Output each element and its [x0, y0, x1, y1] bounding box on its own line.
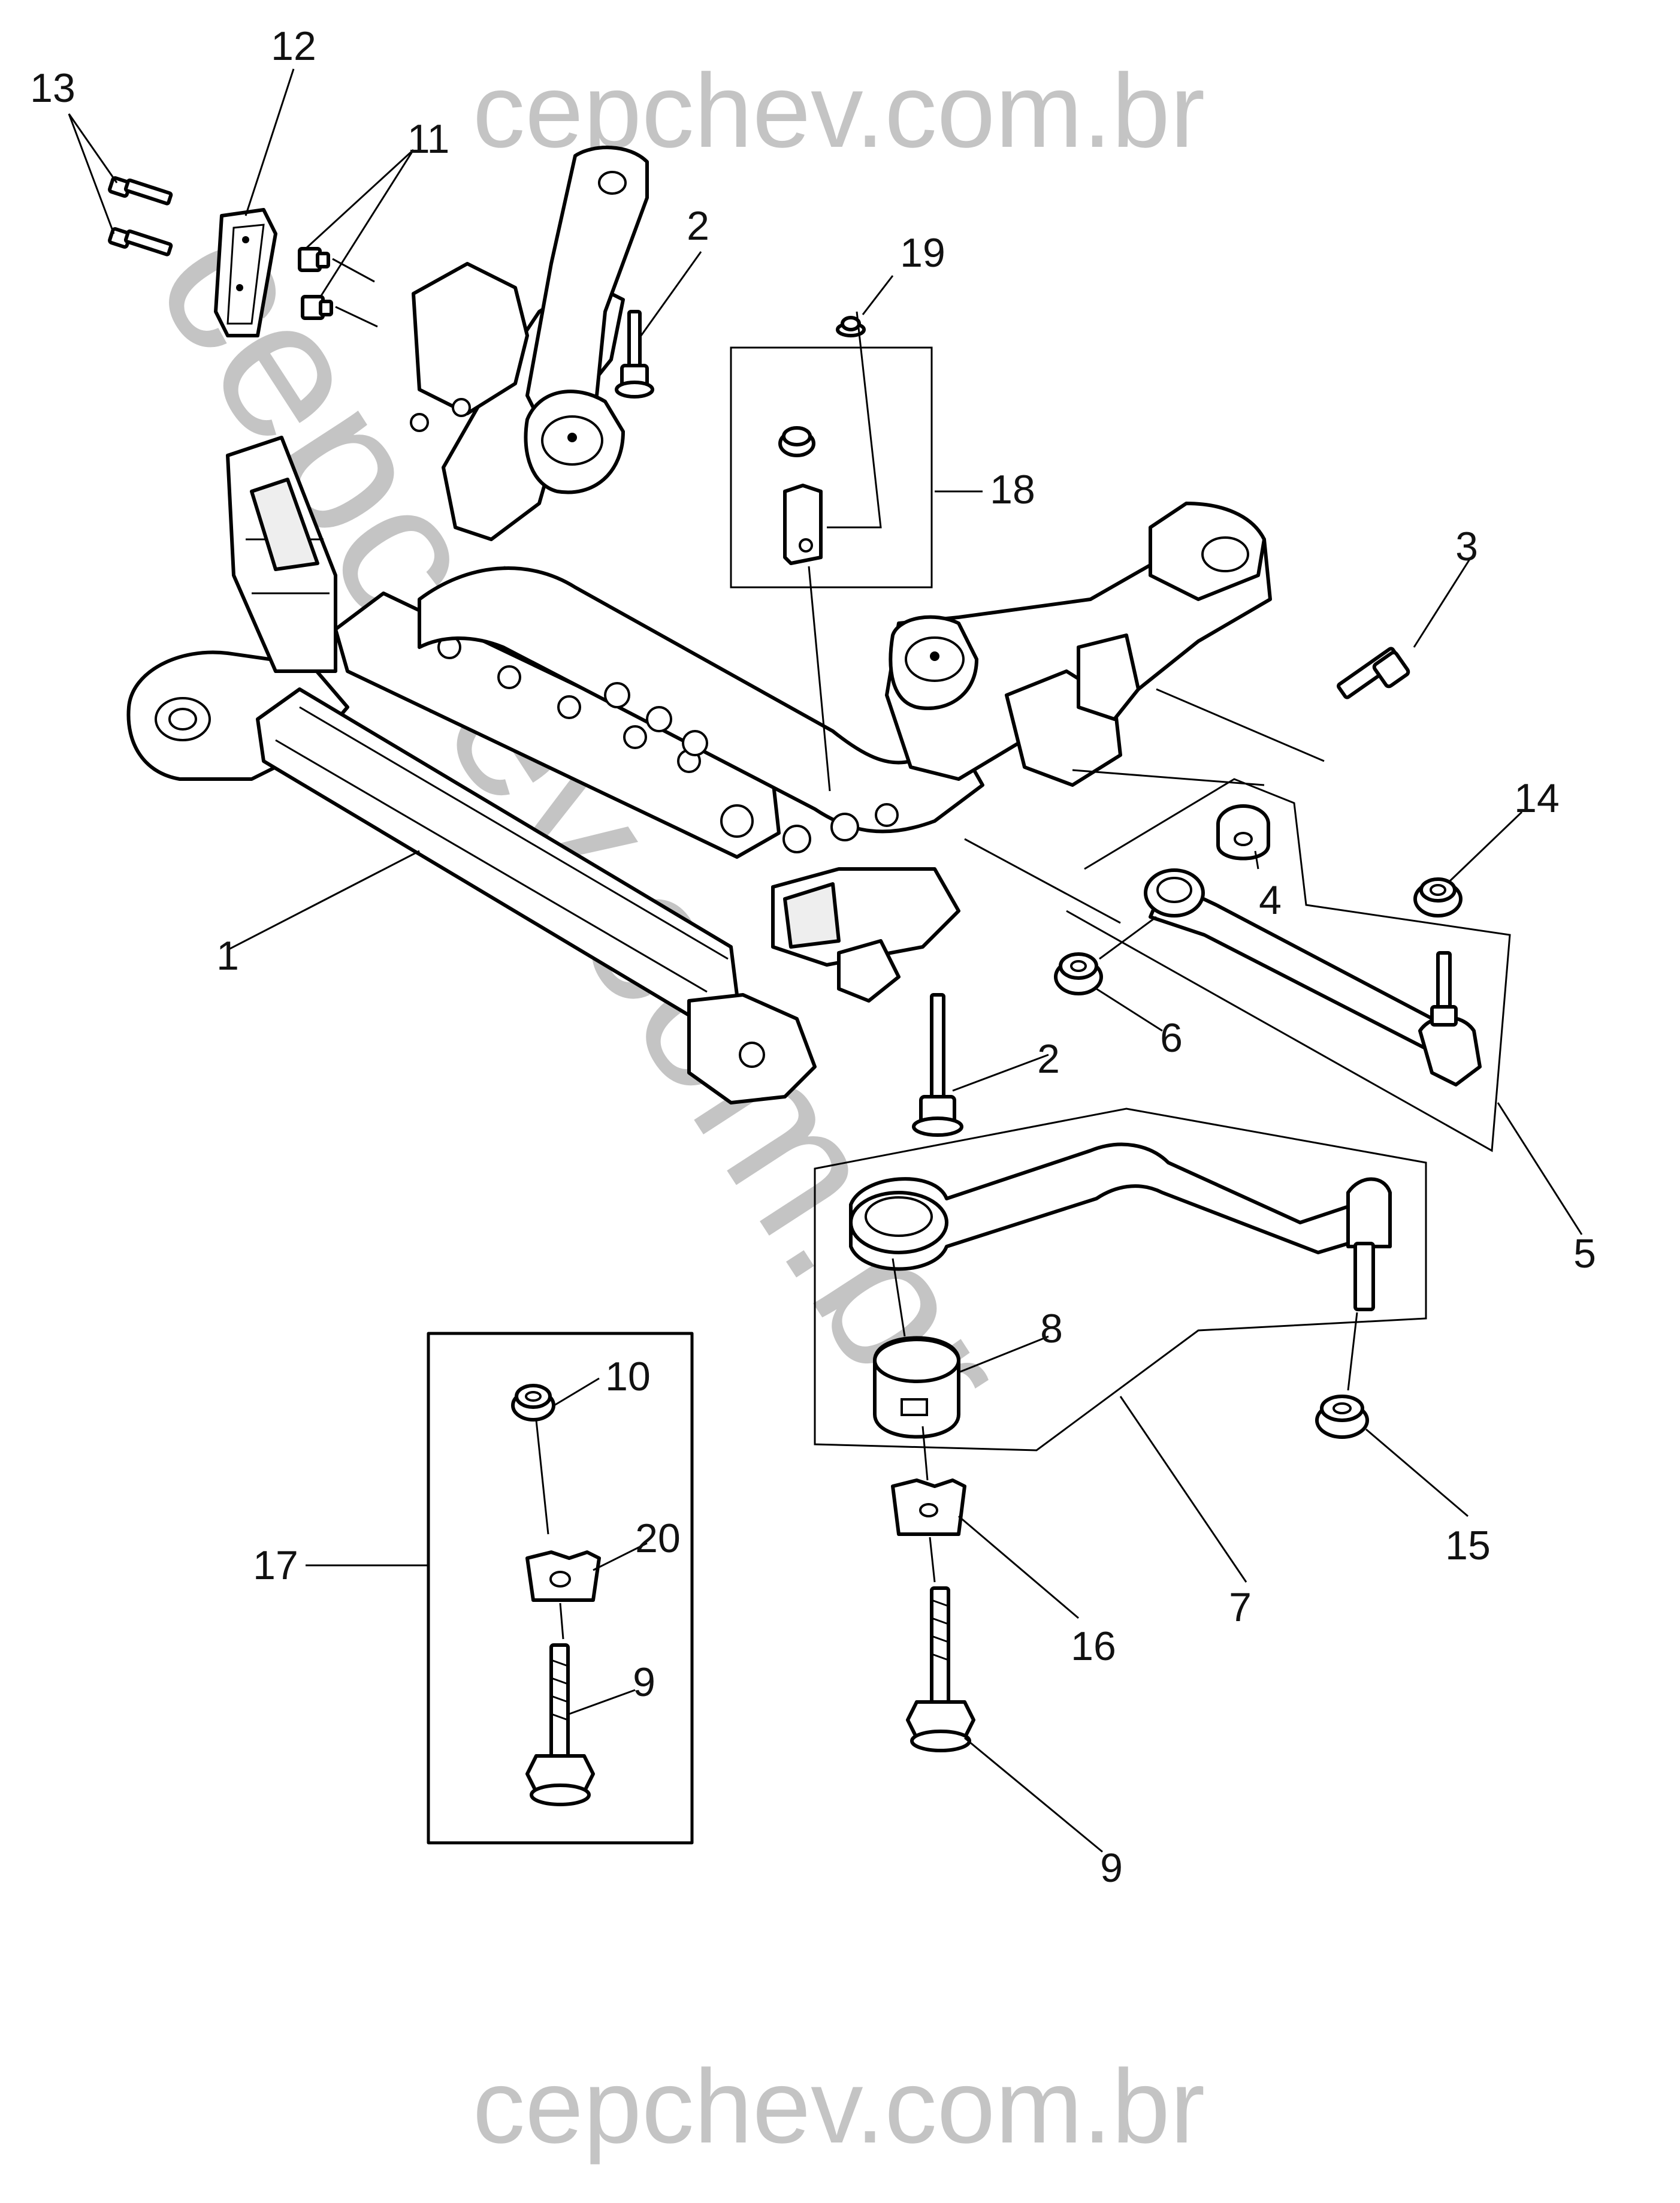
- callout-16: 16: [1071, 1623, 1116, 1669]
- callout-3: 3: [1455, 524, 1478, 569]
- callout-2-middle: 2: [1037, 1036, 1060, 1082]
- callout-14: 14: [1514, 775, 1560, 821]
- callout-9-right: 9: [1100, 1845, 1123, 1891]
- callout-12: 12: [271, 23, 316, 69]
- mount-plate-12: [214, 208, 277, 337]
- clip-nut-16: [891, 1478, 966, 1536]
- nut-15: [1315, 1395, 1369, 1439]
- bolt-2-middle: [912, 993, 963, 1137]
- bolt-13-lower: [108, 227, 173, 256]
- callout-5: 5: [1573, 1231, 1596, 1276]
- ball-stud-5: [1430, 951, 1458, 1027]
- callout-15: 15: [1445, 1523, 1491, 1568]
- detail-box-18: [730, 346, 933, 589]
- watermark-bottom: cepchev.com.br: [473, 2048, 1205, 2165]
- stabilizer-link-7: [849, 1142, 1392, 1311]
- callout-1: 1: [216, 933, 239, 979]
- detail-box-5: [1066, 778, 1511, 1152]
- detail-box-17: [427, 1332, 694, 1845]
- callout-8: 8: [1040, 1306, 1063, 1351]
- callout-19: 19: [900, 230, 945, 276]
- callout-11: 11: [407, 116, 450, 162]
- lower-control-arm-rear: [1144, 868, 1482, 1087]
- bushing-8: [873, 1336, 960, 1439]
- callout-17: 17: [253, 1543, 298, 1588]
- bolt-3: [1337, 647, 1410, 699]
- nut-11-upper: [298, 247, 330, 272]
- callout-18: 18: [990, 467, 1035, 512]
- nut-10: [511, 1384, 555, 1422]
- callout-7: 7: [1229, 1585, 1252, 1630]
- clip-nut-18: [783, 484, 823, 565]
- nut-18: [778, 426, 815, 457]
- clip-nut-20: [525, 1550, 601, 1602]
- subframe-crossmember: [126, 146, 1272, 1104]
- screw-19: [836, 316, 866, 337]
- bushing-4: [1216, 804, 1270, 861]
- nut-6: [1054, 952, 1103, 995]
- detail-box-7: [814, 1107, 1427, 1451]
- nut-11-lower: [301, 295, 333, 320]
- bolt-9-right: [906, 1586, 975, 1752]
- bolt-2-upper: [615, 310, 654, 399]
- callout-9-left: 9: [633, 1659, 655, 1705]
- callout-6: 6: [1160, 1015, 1183, 1061]
- nut-14: [1413, 877, 1463, 918]
- callout-4: 4: [1259, 877, 1282, 923]
- callout-2-upper: 2: [687, 203, 709, 249]
- callout-20: 20: [635, 1516, 681, 1561]
- callout-13: 13: [30, 65, 75, 111]
- bolt-13-upper: [108, 176, 173, 206]
- bolt-9-left: [525, 1643, 595, 1806]
- callout-10: 10: [605, 1354, 651, 1399]
